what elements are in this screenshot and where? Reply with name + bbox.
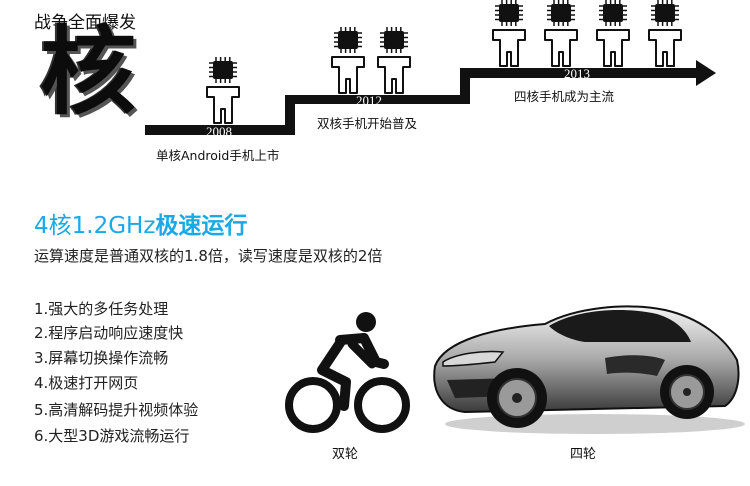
headline: 战争全面爆发 [34, 13, 136, 33]
timeline-ribbon [145, 68, 698, 135]
feature-item: 2.程序启动响应速度快 [34, 324, 184, 342]
bike-label: 双轮 [332, 447, 359, 462]
cpu-core-figure-icon [331, 27, 365, 94]
feature-item: 6.大型3D游戏流畅运行 [34, 427, 190, 445]
performance-description: 运算速度是普通双核的1.8倍，读写速度是双核的2倍 [34, 247, 383, 265]
timeline-arrow-icon [696, 60, 716, 86]
cpu-core-figure-icon [596, 0, 630, 67]
caption-2008: 单核Android手机上市 [156, 148, 280, 163]
cpu-core-figure-icon [544, 0, 578, 67]
sports-car-icon [433, 305, 745, 434]
timeline-graphic [145, 0, 716, 135]
big-core-character: 核 [40, 16, 136, 128]
feature-item: 5.高清解码提升视频体验 [34, 401, 199, 419]
performance-title: 4核1.2GHz极速运行 [34, 206, 247, 240]
performance-title-bold: 极速运行 [155, 213, 248, 239]
cpu-core-figure-icon [648, 0, 682, 67]
feature-item: 4.极速打开网页 [34, 374, 139, 392]
year-label-2008: 2008 [206, 124, 232, 139]
year-label-2013: 2013 [564, 66, 590, 81]
cpu-core-figure-icon [492, 0, 526, 67]
feature-item: 1.强大的多任务处理 [34, 300, 169, 318]
cpu-core-figure-icon [206, 57, 240, 124]
car-label: 四轮 [570, 447, 597, 462]
performance-title-light: 4核1.2GHz [34, 213, 156, 239]
year-label-2012: 2012 [356, 93, 382, 108]
caption-2013: 四核手机成为主流 [514, 89, 615, 104]
feature-item: 3.屏幕切换操作流畅 [34, 349, 169, 367]
bicycle-icon [285, 312, 410, 433]
cpu-core-figure-icon [377, 27, 411, 94]
caption-2012: 双核手机开始普及 [317, 116, 418, 131]
